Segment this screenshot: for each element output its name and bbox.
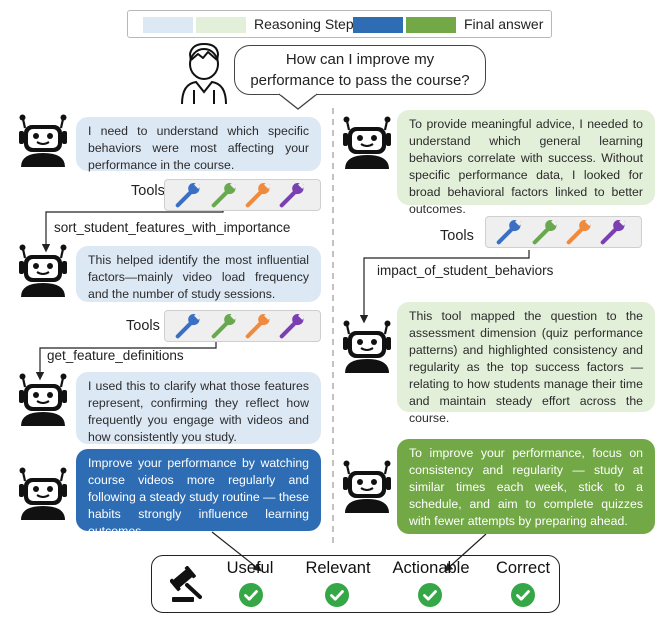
robot-icon xyxy=(17,372,69,426)
legend-swatch-reasoning-blue xyxy=(143,17,193,33)
robot-icon xyxy=(341,115,393,169)
wrench-icon xyxy=(244,181,272,209)
legend-reasoning-label: Reasoning Step xyxy=(254,16,354,32)
left-tools-label-1: Tools xyxy=(131,183,165,199)
robot-icon xyxy=(341,459,393,513)
metric-actionable-label: Actionable xyxy=(392,559,470,577)
question-bubble-tail xyxy=(278,93,318,110)
right-tool-name: impact_of_student_behaviors xyxy=(377,263,554,278)
useful-check-icon xyxy=(239,583,263,607)
left-tool-name-2: get_feature_definitions xyxy=(47,348,184,363)
wrench-icon xyxy=(531,218,559,246)
legend-swatch-reasoning-green xyxy=(196,17,246,33)
person-icon xyxy=(181,43,227,105)
question-line-2: performance to pass the course? xyxy=(250,72,470,89)
left-reasoning-step-3: I used this to clarify what those featur… xyxy=(76,372,321,444)
robot-icon xyxy=(17,466,69,520)
legend: Reasoning Step Final answer xyxy=(127,10,552,38)
left-tools-box-1 xyxy=(164,179,321,211)
wrench-icon xyxy=(565,218,593,246)
robot-icon xyxy=(17,113,69,167)
wrench-icon xyxy=(174,312,202,340)
question-bubble: How can I improve my performance to pass… xyxy=(234,45,486,95)
left-tools-label-2: Tools xyxy=(126,318,160,334)
question-line-1: How can I improve my xyxy=(285,51,435,68)
left-reasoning-step-1: I need to understand which specific beha… xyxy=(76,117,321,172)
metric-useful-label: Useful xyxy=(226,559,274,577)
legend-swatch-final-blue xyxy=(353,17,403,33)
wrench-icon xyxy=(278,181,306,209)
gavel-icon xyxy=(170,566,202,602)
metric-correct-label: Correct xyxy=(495,559,551,577)
evaluation-box: Useful Relevant Actionable Correct xyxy=(151,555,560,613)
robot-icon xyxy=(341,319,393,373)
column-divider xyxy=(332,108,334,548)
wrench-icon xyxy=(210,181,238,209)
wrench-icon xyxy=(278,312,306,340)
robot-icon xyxy=(17,243,69,297)
metric-relevant-label: Relevant xyxy=(305,559,371,577)
wrench-icon xyxy=(174,181,202,209)
wrench-icon xyxy=(599,218,627,246)
left-tools-box-2 xyxy=(164,310,321,342)
actionable-check-icon xyxy=(418,583,442,607)
right-tools-label: Tools xyxy=(440,228,474,244)
right-reasoning-step-2: This tool mapped the question to the ass… xyxy=(397,302,655,425)
relevant-check-icon xyxy=(325,583,349,607)
wrench-icon xyxy=(210,312,238,340)
legend-swatch-final-green xyxy=(406,17,456,33)
right-tools-box xyxy=(485,216,642,248)
right-final-answer: To improve your performance, focus on co… xyxy=(397,439,655,534)
correct-check-icon xyxy=(511,583,535,607)
left-reasoning-step-2: This helped identify the most influentia… xyxy=(76,246,321,302)
right-reasoning-step-1: To provide meaningful advice, I needed t… xyxy=(397,110,655,216)
wrench-icon xyxy=(495,218,523,246)
wrench-icon xyxy=(244,312,272,340)
left-final-answer: Improve your performance by watching cou… xyxy=(76,449,321,538)
left-tool-name-1: sort_student_features_with_importance xyxy=(54,220,291,235)
legend-final-label: Final answer xyxy=(464,16,544,32)
